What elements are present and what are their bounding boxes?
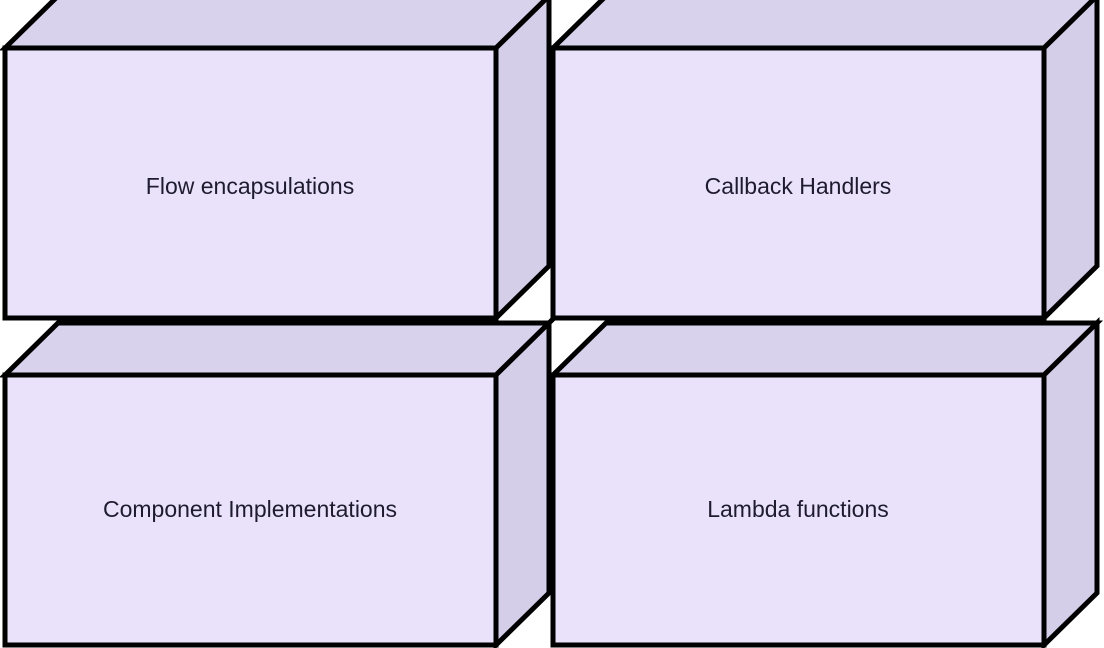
- box-component-implementations[interactable]: Component Implementations: [0, 317, 556, 648]
- box-front-face: [2, 45, 499, 321]
- box-callback-handlers[interactable]: Callback Handlers: [546, 0, 1100, 324]
- box-top-face: [546, 0, 1097, 51]
- box-front-face: [2, 372, 499, 648]
- box-lambda-functions[interactable]: Lambda functions: [546, 317, 1104, 648]
- box-label: Callback Handlers: [705, 173, 892, 199]
- box-label: Component Implementations: [103, 496, 397, 522]
- box-side-face: [493, 0, 552, 324]
- box-front-face: [550, 45, 1047, 321]
- box-top-face: [0, 320, 556, 378]
- box-top-face: [546, 320, 1104, 378]
- box-side-face: [1041, 317, 1100, 648]
- box-side-face: [493, 317, 552, 648]
- box-front-face: [550, 372, 1047, 648]
- box-label: Flow encapsulations: [146, 173, 354, 199]
- box-label: Lambda functions: [707, 496, 889, 522]
- box-flow-encapsulations[interactable]: Flow encapsulations: [0, 0, 552, 324]
- box-side-face: [1041, 0, 1100, 324]
- box-top-face: [0, 0, 549, 51]
